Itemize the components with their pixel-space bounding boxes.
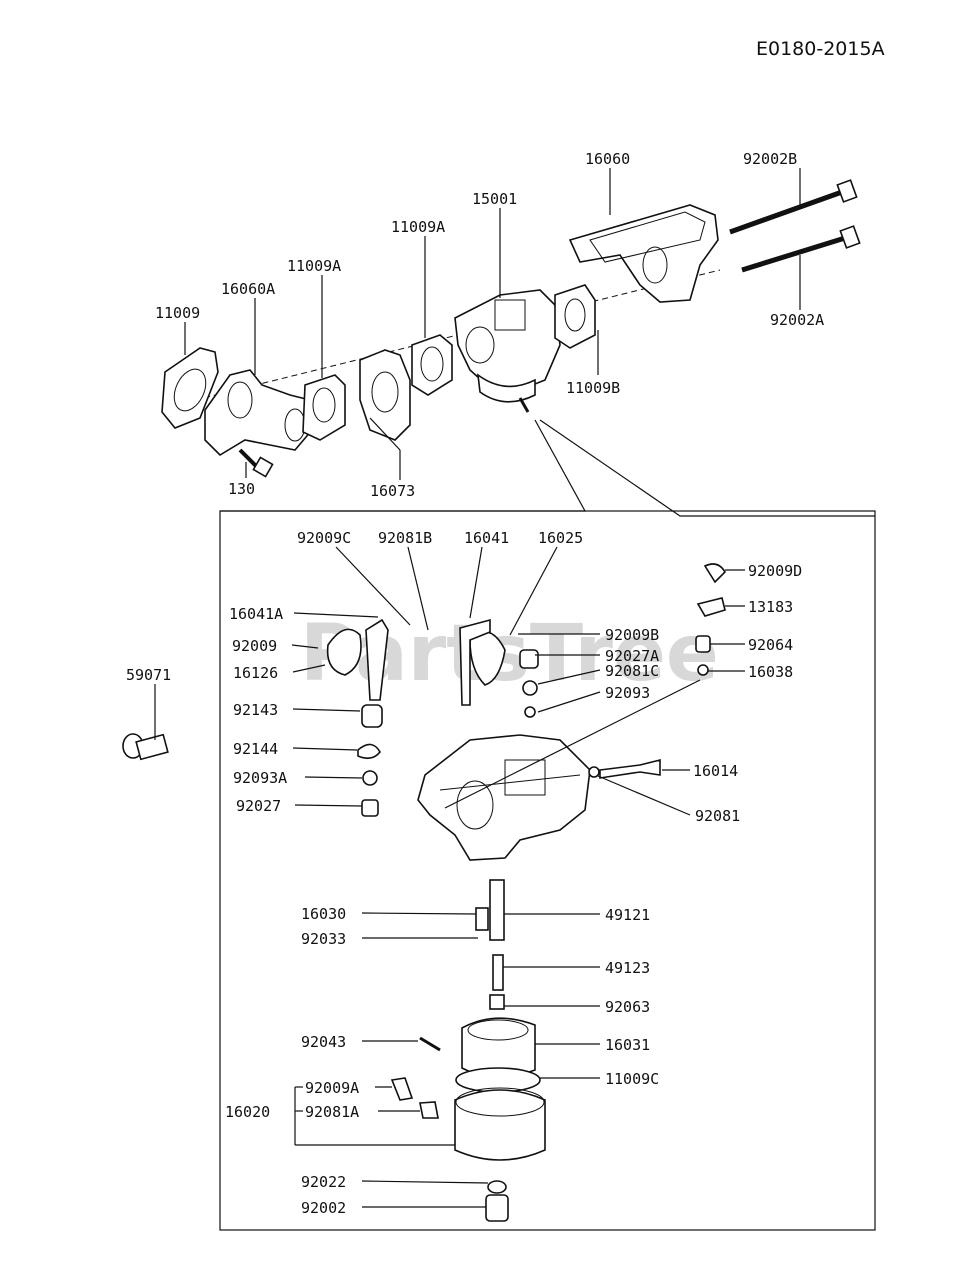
callout-92081C: 92081C xyxy=(605,662,659,680)
callout-92002: 92002 xyxy=(301,1199,346,1217)
callout-92009B: 92009B xyxy=(605,626,659,644)
callout-92033: 92033 xyxy=(301,930,346,948)
callout-92002B: 92002B xyxy=(743,150,797,168)
callout-59071: 59071 xyxy=(126,666,171,684)
part-59071 xyxy=(122,684,169,761)
callout-92093: 92093 xyxy=(605,684,650,702)
elbow-16060A xyxy=(204,369,313,457)
callout-92009C: 92009C xyxy=(297,529,351,547)
callout-130: 130 xyxy=(228,480,255,498)
callout-11009: 11009 xyxy=(155,304,200,322)
carburetor-15001 xyxy=(454,289,561,413)
callout-11009C: 11009C xyxy=(605,1070,659,1088)
gasket-11009A-upper xyxy=(411,334,453,396)
diagram-code: E0180-2015A xyxy=(756,38,885,60)
callout-16031: 16031 xyxy=(605,1036,650,1054)
detail-leaders xyxy=(291,546,745,1208)
callout-11009B: 11009B xyxy=(566,379,620,397)
callout-11009A-lower: 11009A xyxy=(287,257,341,275)
gasket-11009A-lower xyxy=(302,374,346,441)
callout-13183: 13183 xyxy=(748,598,793,616)
detail-frame xyxy=(219,510,876,1231)
callout-16038: 16038 xyxy=(748,663,793,681)
callout-92081A: 92081A xyxy=(305,1103,359,1121)
callout-92081B: 92081B xyxy=(378,529,432,547)
callout-92143: 92143 xyxy=(233,701,278,719)
callout-92081: 92081 xyxy=(695,807,740,825)
bolt-92002B xyxy=(729,179,858,235)
carb-body-detail xyxy=(417,734,591,861)
lower-stack xyxy=(390,879,546,1222)
gasket-11009B xyxy=(554,284,596,349)
gasket-11009 xyxy=(161,347,219,429)
upper-leaders xyxy=(184,168,801,480)
assembly-axis-line xyxy=(174,269,721,406)
callout-49121: 49121 xyxy=(605,906,650,924)
bolt-92002A xyxy=(741,225,861,273)
callout-16030: 16030 xyxy=(301,905,346,923)
callout-92093A: 92093A xyxy=(233,769,287,787)
callout-92002A: 92002A xyxy=(770,311,824,329)
callout-92043: 92043 xyxy=(301,1033,346,1051)
air-horn-16060 xyxy=(568,204,719,303)
callout-92027: 92027 xyxy=(236,797,281,815)
callout-92009A: 92009A xyxy=(305,1079,359,1097)
bolt-130 xyxy=(238,448,274,478)
plate-16073 xyxy=(359,349,411,441)
callout-92064: 92064 xyxy=(748,636,793,654)
callout-16025: 16025 xyxy=(538,529,583,547)
callout-16060: 16060 xyxy=(585,150,630,168)
callout-16014: 16014 xyxy=(693,762,738,780)
callout-92063: 92063 xyxy=(605,998,650,1016)
top-small-parts xyxy=(326,563,727,817)
callout-16060A: 16060A xyxy=(221,280,275,298)
callout-16020: 16020 xyxy=(225,1103,270,1121)
callout-92027A: 92027A xyxy=(605,647,659,665)
callout-92022: 92022 xyxy=(301,1173,346,1191)
callout-11009A-upper: 11009A xyxy=(391,218,445,236)
frame-link-right xyxy=(539,419,875,517)
callout-16041: 16041 xyxy=(464,529,509,547)
callout-16126: 16126 xyxy=(233,664,278,682)
callout-16041A: 16041A xyxy=(229,605,283,623)
callout-15001: 15001 xyxy=(472,190,517,208)
callout-49123: 49123 xyxy=(605,959,650,977)
callout-92144: 92144 xyxy=(233,740,278,758)
callout-16073: 16073 xyxy=(370,482,415,500)
callout-92009D: 92009D xyxy=(748,562,802,580)
callout-92009: 92009 xyxy=(232,637,277,655)
